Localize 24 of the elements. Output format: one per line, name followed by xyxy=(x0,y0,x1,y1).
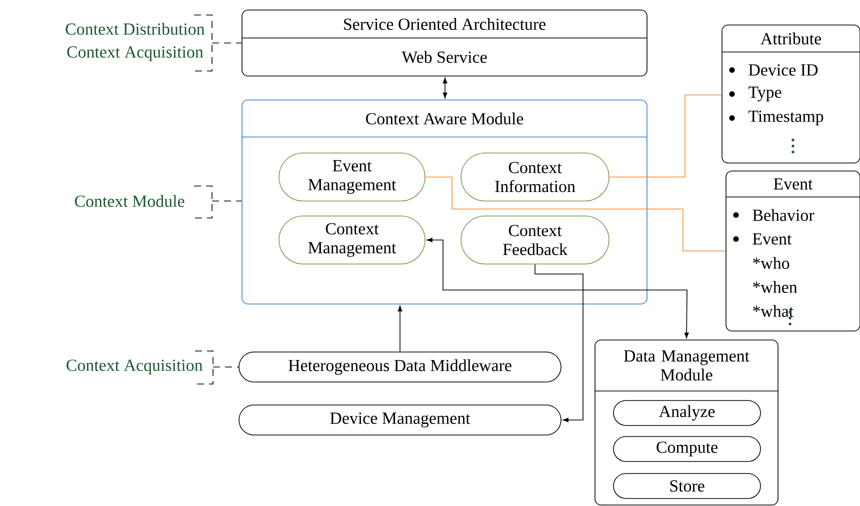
attribute-box: Attribute Device ID Type Timestamp xyxy=(722,24,860,164)
store-pill: Store xyxy=(613,473,761,499)
arrow xyxy=(426,238,689,338)
device-pill: Device Management xyxy=(238,404,562,436)
information-pill: Context Information xyxy=(460,152,610,202)
compute-pill: Compute xyxy=(613,436,761,462)
connector-line xyxy=(609,94,722,178)
arrow xyxy=(442,78,448,98)
layer-label: Context Distribution Context Acquisition xyxy=(66,22,205,62)
event-box: Event Behavior Event *who *when *what xyxy=(726,170,860,332)
connector-line xyxy=(212,366,239,368)
analyze-pill: Analyze xyxy=(613,400,761,426)
middleware-pill: Heterogeneous Data Middleware xyxy=(238,352,562,382)
feedback-pill: Context Feedback xyxy=(460,216,610,264)
arrow xyxy=(398,306,402,352)
layer-label: Context Acquisition xyxy=(66,360,203,374)
connector-line xyxy=(212,200,242,202)
architecture-box: Service Oriented Architecture Web Service xyxy=(242,10,648,76)
connector-line xyxy=(212,42,242,44)
connector-line xyxy=(425,176,726,252)
management-pill: Context Management xyxy=(278,216,426,264)
arrow xyxy=(534,264,584,422)
layer-label: Context Module xyxy=(74,195,184,207)
event-pill: Event Management xyxy=(278,152,426,202)
